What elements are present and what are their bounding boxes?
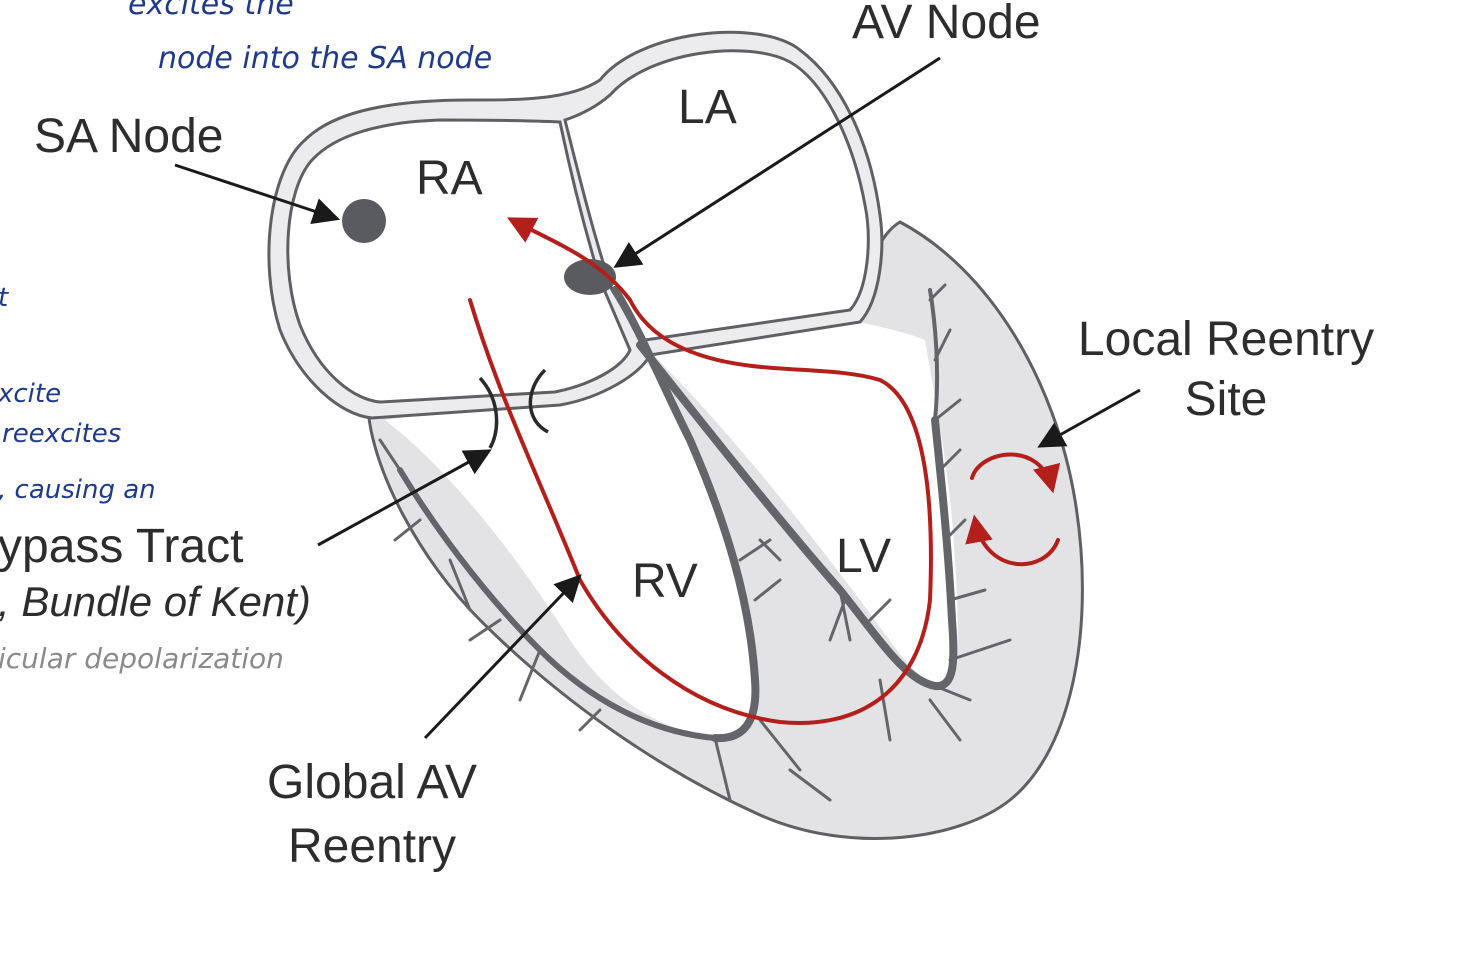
handwriting-bottom-grey: icular depolarization [0, 642, 284, 675]
local-reentry-lower [965, 514, 1060, 567]
bypass-tract-marks [478, 368, 549, 449]
handwriting-top-2: node into the SA node [158, 41, 492, 76]
reentry-circuits [468, 217, 1061, 725]
bypass-tract-label-1: ypass Tract [0, 520, 243, 573]
ra-label: RA [416, 152, 483, 205]
right-atrium [286, 118, 632, 404]
av-node [564, 259, 616, 295]
global-reentry-loop [468, 298, 933, 725]
av-node-label: AV Node [852, 0, 1041, 49]
av-node-arrow [613, 56, 941, 268]
handwriting-left-4: , causing an [0, 475, 156, 505]
sa-node-arrow [174, 163, 341, 225]
local-reentry-label-1: Local Reentry [1078, 313, 1374, 366]
lv-label: LV [836, 530, 891, 583]
conduction-system [378, 283, 1012, 802]
sa-node [342, 199, 386, 243]
left-ventricle [650, 322, 958, 689]
local-reentry-upper [970, 452, 1061, 494]
handwriting-top-1: excites the [128, 0, 294, 22]
handwriting-left-3: reexcites [2, 419, 121, 449]
local-reentry-arrow [1037, 388, 1141, 448]
bypass-tract-label-2: , Bundle of Kent) [0, 578, 311, 625]
local-reentry-label-2: Site [1185, 373, 1268, 426]
av-to-ra-arrow [507, 217, 632, 302]
pointer-arrows [174, 56, 1141, 740]
global-av-label-1: Global AV [267, 756, 477, 809]
sa-node-label: SA Node [34, 110, 223, 163]
bypass-tract-arrow [317, 449, 492, 547]
la-label: LA [678, 81, 737, 134]
global-av-arrow [423, 574, 582, 740]
handwriting-left-1: t [0, 283, 9, 313]
global-av-label-2: Reentry [288, 820, 456, 873]
rv-label: RV [632, 555, 698, 608]
handwriting-left-2: xcite [0, 379, 61, 409]
